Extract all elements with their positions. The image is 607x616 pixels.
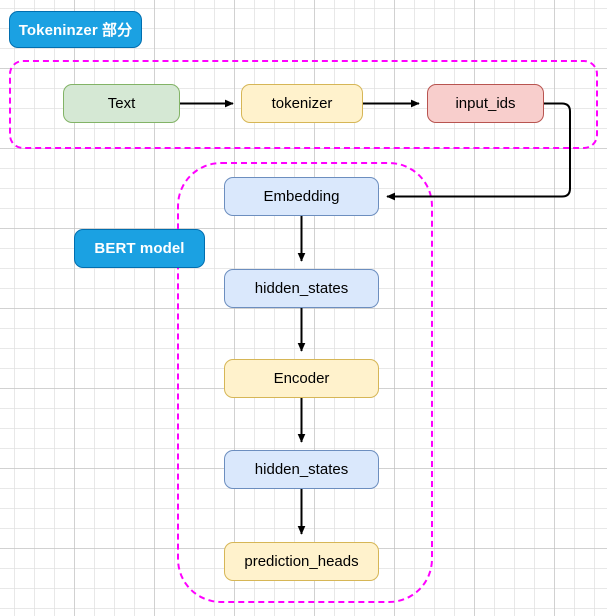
node-input-ids[interactable]: input_ids [427,84,544,123]
badge-bert-model[interactable]: BERT model [74,229,205,268]
group-bert-model [177,162,433,603]
node-text[interactable]: Text [63,84,180,123]
node-hidden-states-2[interactable]: hidden_states [224,450,379,489]
node-embedding[interactable]: Embedding [224,177,379,216]
node-tokenizer[interactable]: tokenizer [241,84,363,123]
group-tokenizer-section [9,60,598,149]
node-prediction-heads[interactable]: prediction_heads [224,542,379,581]
node-hidden-states-1[interactable]: hidden_states [224,269,379,308]
node-encoder[interactable]: Encoder [224,359,379,398]
badge-tokenizer-section[interactable]: Tokeninzer 部分 [9,11,142,48]
